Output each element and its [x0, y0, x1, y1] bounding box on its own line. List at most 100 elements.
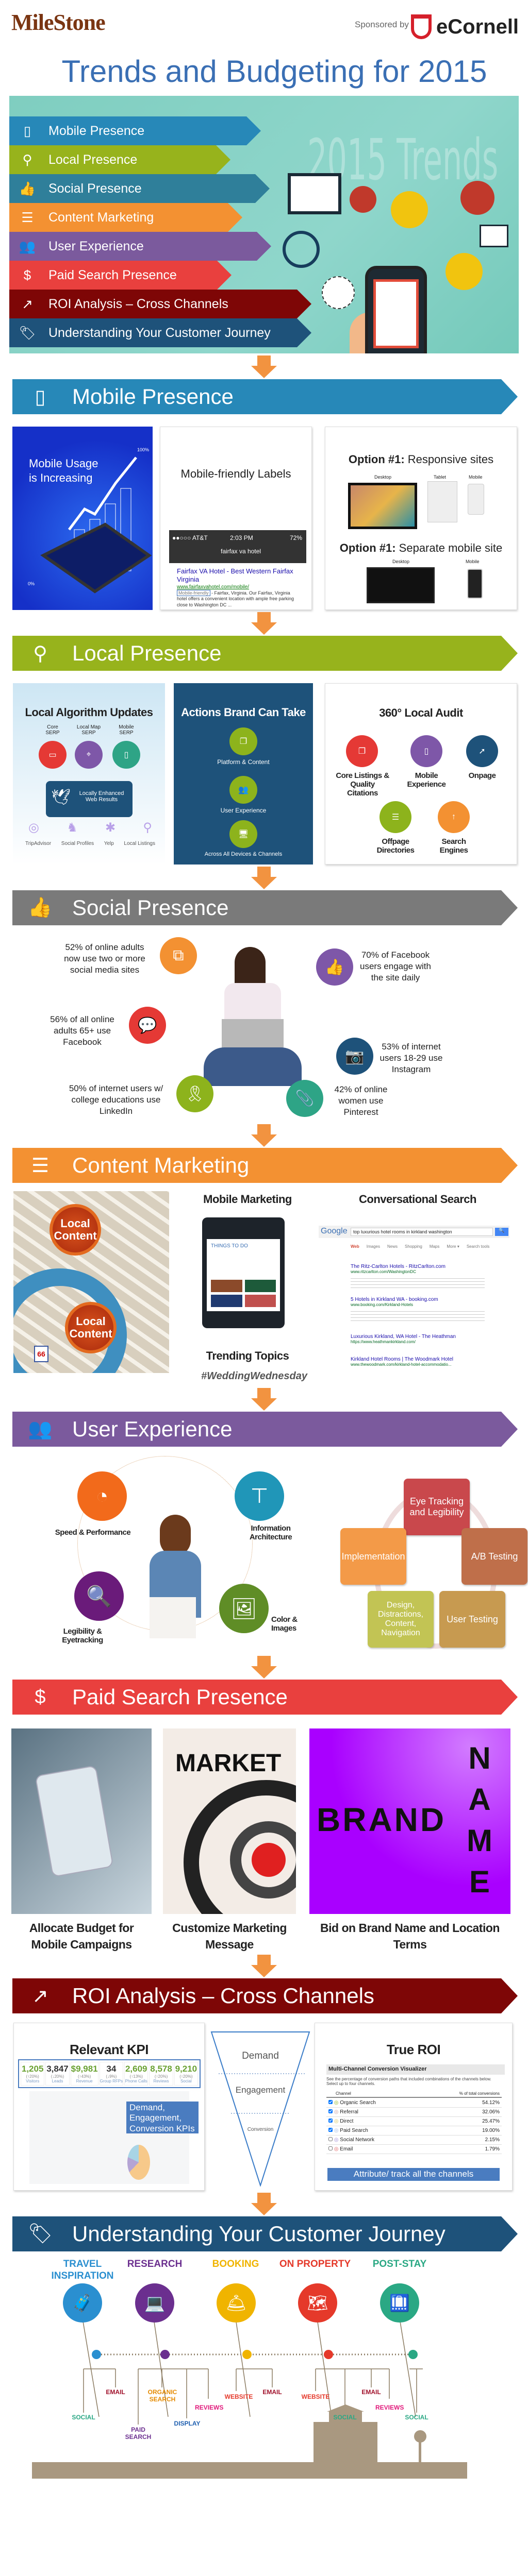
ecornell-shield-icon: [411, 14, 432, 39]
touchpoint: REVIEWS: [195, 2404, 224, 2411]
section-title: Content Marketing: [72, 1153, 250, 1177]
tab-web[interactable]: Web: [351, 1244, 359, 1249]
table-header: Channel% of total conversions: [326, 2090, 502, 2098]
carrier: ●●○○○ AT&T: [172, 534, 208, 541]
menu-label: Paid Search Presence: [48, 267, 177, 282]
axis-label-bottom: 0%: [28, 581, 35, 586]
local-content-map: Local Content Local Content 66: [13, 1191, 169, 1373]
sponsored-by-text: Sponsored by: [355, 20, 409, 29]
search-input[interactable]: top luxurious hotel rooms in kirkland wa…: [351, 1228, 493, 1236]
thumbs-up-icon: 👍: [316, 948, 353, 986]
local-map-icon: ⌖: [75, 741, 103, 769]
tab-images[interactable]: Images: [366, 1244, 380, 1249]
mobile-phone-icon: ▯: [35, 386, 46, 408]
images-icon: 🖼: [219, 1584, 269, 1633]
option-separate-title: Option #1: Separate mobile site: [339, 541, 503, 554]
tag-icon: 🏷: [19, 325, 36, 341]
core-serp-icon: ▭: [39, 741, 67, 769]
menu-social-presence[interactable]: 👍Social Presence: [9, 174, 270, 203]
section-title: Local Presence: [72, 641, 222, 665]
menu-user-experience[interactable]: 👥User Experience: [9, 232, 271, 261]
tab-more[interactable]: More ▾: [447, 1244, 459, 1249]
stat-text: 56% of all online adults 65+ use Faceboo…: [50, 1014, 114, 1047]
kpi-row: 1,205(↑20%)Visitors 3,847(↓20%)Leads $9,…: [18, 2059, 201, 2088]
tab-shopping[interactable]: Shopping: [405, 1244, 422, 1249]
funnel-stage: Conversion: [247, 2127, 274, 2132]
search-result-title[interactable]: Fairfax VA Hotel - Best Western Fairfax …: [177, 567, 293, 584]
phone-status-bar: ●●○○○ AT&T 2:03 PM 72% fairfax va hotel: [169, 530, 306, 563]
list-icon: ☰: [21, 209, 34, 225]
result-title[interactable]: The Ritz-Carlton Hotels - RitzCarlton.co…: [351, 1264, 446, 1269]
menu-customer-journey[interactable]: 🏷Understanding Your Customer Journey: [9, 318, 311, 347]
thumbs-up-icon: 👍: [19, 180, 36, 196]
stage-label: POST-STAY: [372, 2259, 427, 2269]
result-title[interactable]: 5 Hotels in Kirkland WA - booking.com: [351, 1297, 438, 1302]
timeline-node: [160, 2350, 170, 2359]
camera-icon: 📷: [336, 1038, 373, 1075]
cursor-icon: ➚: [466, 735, 498, 767]
hashtag: #WeddingWednesday: [201, 1370, 307, 1382]
lightbulb-icon: [322, 276, 355, 309]
channel-checkbox[interactable]: [328, 2100, 333, 2104]
result-title[interactable]: Kirkland Hotel Rooms | The Woodmark Hote…: [351, 1357, 453, 1362]
section-title: ROI Analysis – Cross Channels: [72, 1984, 374, 2008]
credit-card-icon: [446, 253, 483, 290]
touchpoint: ORGANIC SEARCH: [147, 2388, 177, 2403]
globe-icon: [283, 231, 320, 268]
audit-item-label: Mobile Experience: [407, 771, 446, 789]
menu-mobile-presence[interactable]: ▯Mobile Presence: [9, 116, 261, 145]
google-logo: Google: [321, 1227, 348, 1235]
channel-checkbox[interactable]: [328, 2146, 333, 2150]
touchpoint: DISPLAY: [174, 2420, 201, 2427]
source-icons: ◎♞✱⚲: [28, 821, 152, 835]
section-title: Mobile Presence: [72, 384, 234, 409]
route-66-sign: 66: [34, 1346, 48, 1362]
channel-checkbox[interactable]: [328, 2137, 333, 2141]
stage-label: TRAVEL INSPIRATION: [51, 2259, 114, 2281]
kpi-card: 3,847(↓20%)Leads: [45, 2062, 70, 2086]
clock: 2:03 PM: [230, 534, 253, 541]
search-button[interactable]: 🔍: [495, 1228, 508, 1236]
ux-item-label: Legibility & Eyetracking: [62, 1627, 103, 1645]
menu-roi-analysis[interactable]: ↗ROI Analysis – Cross Channels: [9, 290, 311, 318]
panel-title: Actions Brand Can Take: [181, 706, 306, 719]
tab-search-tools[interactable]: Search tools: [466, 1244, 490, 1249]
stat-text: 70% of Facebook users engage with the si…: [360, 950, 431, 983]
tab-news[interactable]: News: [387, 1244, 398, 1249]
cycle-step: Eye Tracking and Legibility: [404, 1479, 470, 1535]
mobile-friendly-badge: Mobile-friendly: [177, 590, 210, 596]
locally-enhanced-results-box: 🕊 Locally Enhanced Web Results: [46, 781, 133, 817]
listings-icon: ❐: [346, 735, 378, 767]
menu-content-marketing[interactable]: ☰Content Marketing: [9, 203, 242, 232]
section-banner-mobile: ▯ Mobile Presence: [12, 379, 518, 414]
ux-item-label: Speed & Performance: [55, 1528, 131, 1537]
search-engine-icon: ↑: [438, 801, 470, 833]
section-title: Social Presence: [72, 895, 229, 920]
touchpoint: WEBSITE: [301, 2393, 330, 2400]
menu-label: Local Presence: [48, 152, 138, 167]
panel-title: Relevant KPI: [70, 2042, 148, 2057]
search-result-url[interactable]: www.fairfaxvahotel.com/mobile/: [177, 584, 250, 590]
down-arrow: [251, 867, 277, 889]
result-title[interactable]: Luxurious Kirkland, WA Hotel - The Heath…: [351, 1334, 456, 1340]
section-banner-local: ⚲Local Presence: [12, 636, 518, 671]
mobile-screenshot: [468, 484, 484, 515]
url-bar[interactable]: fairfax va hotel: [221, 548, 261, 555]
sitemap-icon: ⧉: [160, 937, 197, 974]
stat-text: 52% of online adults now use two or more…: [64, 942, 145, 975]
funnel-stage: Demand: [242, 2050, 279, 2061]
trend-chart-icon: ↗: [32, 1985, 48, 2007]
menu-local-presence[interactable]: ⚲Local Presence: [9, 145, 230, 174]
touchpoint: WEBSITE: [224, 2393, 253, 2400]
channel-checkbox[interactable]: [328, 2119, 333, 2123]
channel-checkbox[interactable]: [328, 2128, 333, 2132]
menu-paid-search[interactable]: $Paid Search Presence: [9, 261, 232, 290]
funnel-diagram: [210, 2031, 310, 2187]
mobile-usage-text: Mobile Usage is Increasing: [29, 457, 98, 484]
audit-item-label: Offpage Directories: [376, 837, 415, 855]
tab-maps[interactable]: Maps: [429, 1244, 440, 1249]
speech-bubbles-icon: 💬: [129, 1007, 166, 1044]
channel-checkbox[interactable]: [328, 2109, 333, 2113]
